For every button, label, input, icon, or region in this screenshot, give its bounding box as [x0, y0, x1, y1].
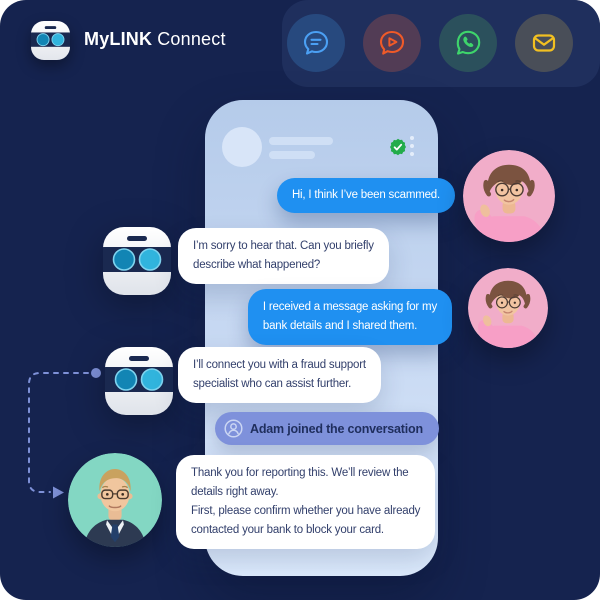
- contact-status-placeholder: [269, 151, 315, 159]
- message-outgoing-1: Hi, I think I’ve been scammed.: [276, 178, 455, 213]
- robot-icon: [105, 347, 173, 415]
- channel-email-button[interactable]: [515, 14, 573, 72]
- brand-part-link: LINK: [109, 29, 153, 49]
- channel-whatsapp-button[interactable]: [439, 14, 497, 72]
- message-agent-1: Thank you for reporting this. We’ll revi…: [176, 455, 436, 549]
- channel-bar: [282, 0, 600, 87]
- whatsapp-icon: [456, 30, 481, 55]
- customer-portrait: [463, 150, 555, 242]
- robot-icon: [103, 227, 171, 295]
- customer-portrait: [468, 268, 548, 348]
- verified-badge-icon: [390, 138, 406, 156]
- message-outgoing-2: I received a message asking for my bank …: [247, 289, 452, 345]
- customer-avatar-small: [468, 268, 548, 348]
- customer-avatar-large: [463, 150, 555, 242]
- agent-portrait: [68, 453, 162, 547]
- message-bot-1: I’m sorry to hear that. Can you briefly …: [178, 228, 389, 284]
- channel-video-button[interactable]: [363, 14, 421, 72]
- bot-avatar: [103, 227, 171, 295]
- bot-avatar: [105, 347, 173, 415]
- kebab-menu-icon[interactable]: [410, 136, 414, 160]
- system-event-pill: Adam joined the conversation: [215, 412, 439, 445]
- brand-logo: [31, 21, 70, 60]
- video-chat-icon: [379, 30, 405, 55]
- contact-name-placeholder: [269, 137, 333, 145]
- brand-part-connect: Connect: [157, 29, 226, 49]
- agent-avatar: [68, 453, 162, 547]
- robot-icon: [31, 26, 70, 47]
- message-bot-2: I’ll connect you with a fraud support sp…: [178, 347, 381, 403]
- email-icon: [532, 34, 556, 52]
- chat-bubble-icon: [303, 30, 329, 55]
- brand-part-my: My: [84, 29, 110, 49]
- system-event-text: Adam joined the conversation: [250, 421, 423, 436]
- contact-avatar-placeholder: [222, 127, 262, 167]
- person-icon: [224, 419, 243, 438]
- channel-chat-button[interactable]: [287, 14, 345, 72]
